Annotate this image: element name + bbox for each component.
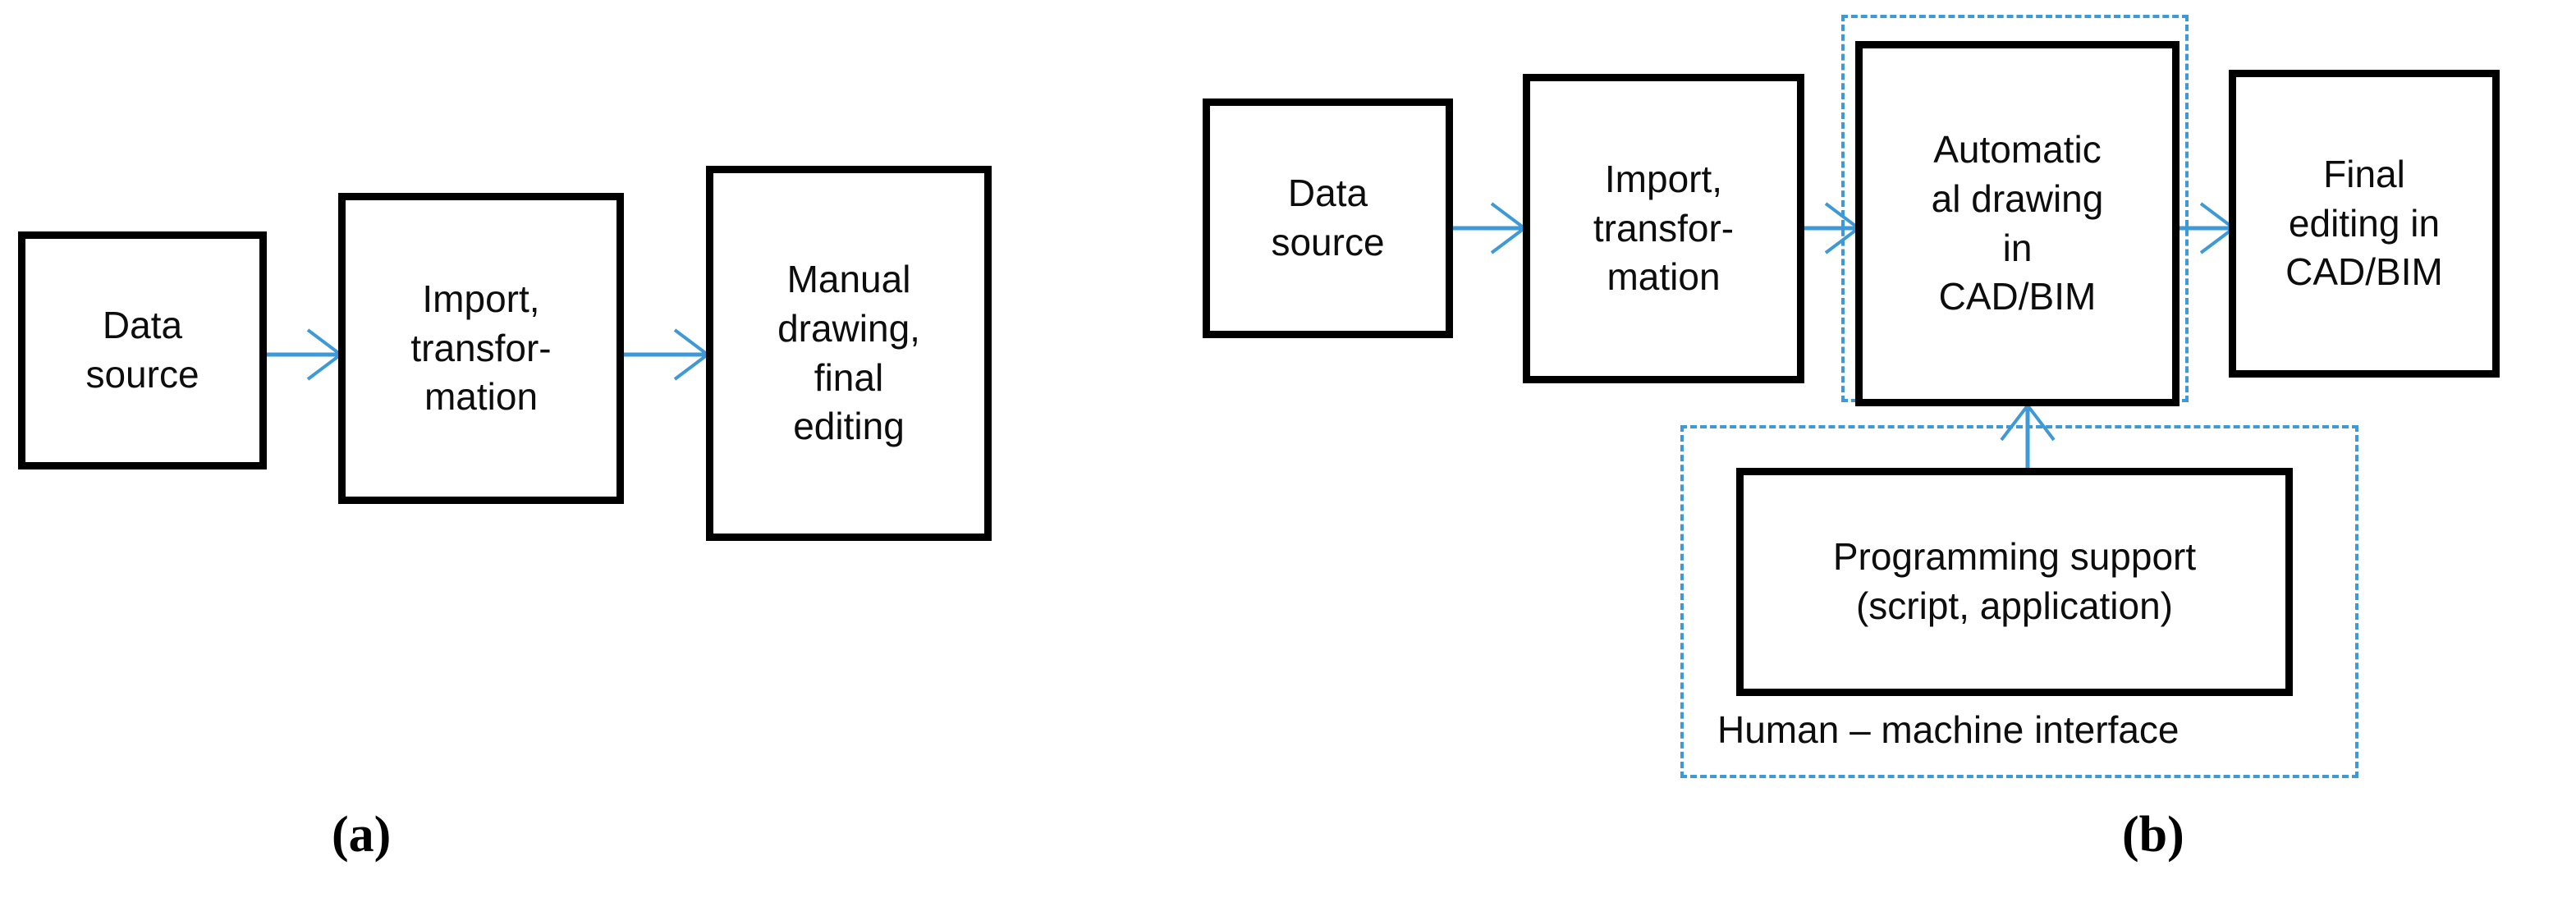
panel-b-box-data-source: Data source	[1203, 98, 1453, 338]
panel-b-box-programming-support-label: Programming support (script, application…	[1832, 535, 2197, 627]
panel-b-caption: (b)	[2122, 807, 2184, 863]
panel-a-box-import-transform-label: Import, transfor- mation	[410, 277, 552, 419]
panel-b-group-human-machine-interface	[1680, 425, 2358, 778]
panel-b-box-final-editing: Final editing in CAD/BIM	[2229, 70, 2500, 378]
panel-b-box-final-editing-label: Final editing in CAD/BIM	[2285, 152, 2443, 294]
panel-a-box-data-source-label: Data source	[85, 304, 199, 396]
panel-b-arrow-import-to-automatic-drawing	[1804, 202, 1862, 254]
panel-a-box-data-source: Data source	[18, 231, 267, 469]
panel-b-box-programming-support: Programming support (script, application…	[1736, 468, 2293, 696]
panel-b-arrow-programming-support-to-automatic-drawing	[2000, 402, 2056, 469]
panel-b-box-automatic-drawing-label: Automatic al drawing in CAD/BIM	[1931, 127, 2104, 318]
panel-a-box-manual-drawing: Manual drawing, final editing	[706, 166, 992, 541]
panel-b-box-import-transform: Import, transfor- mation	[1523, 74, 1804, 383]
panel-b-arrow-data-source-to-import	[1453, 202, 1528, 254]
panel-b-box-data-source-label: Data source	[1271, 172, 1385, 263]
panel-b-box-automatic-drawing: Automatic al drawing in CAD/BIM	[1855, 41, 2180, 406]
panel-a-box-import-transform: Import, transfor- mation	[338, 193, 624, 504]
panel-a-caption: (a)	[332, 807, 392, 863]
panel-a-arrow-data-source-to-import	[267, 328, 344, 381]
panel-b-box-import-transform-label: Import, transfor- mation	[1593, 157, 1735, 299]
panel-a-box-manual-drawing-label: Manual drawing, final editing	[777, 257, 920, 448]
panel-a-arrow-import-to-manual-drawing	[624, 328, 711, 381]
panel-b-group-human-machine-interface-caption: Human – machine interface	[1717, 708, 2180, 751]
